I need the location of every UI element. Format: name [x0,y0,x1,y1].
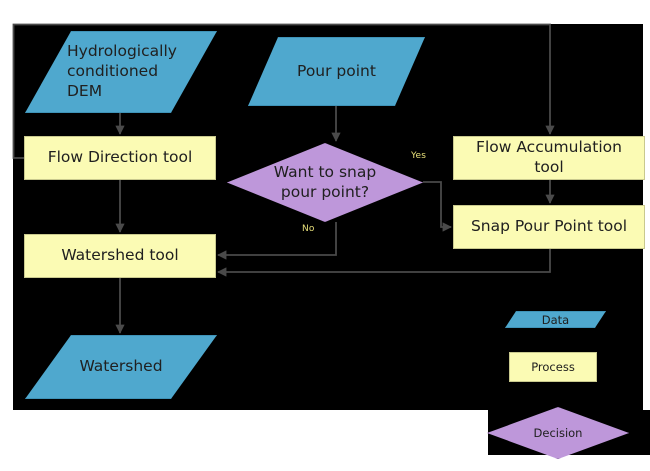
node-label: Flow Direction tool [47,148,193,167]
legend-label: Process [531,360,575,374]
node-label: Hydrologically conditioned DEM [67,42,177,100]
legend-item-data: Data [505,311,606,328]
edge-label-no: No [302,224,315,234]
node-label: Watershed [79,357,163,376]
node-label: Want to snap pour point? [273,162,377,201]
node-flow-direction-tool[interactable]: Flow Direction tool [24,136,216,180]
node-hydrologically-conditioned-dem[interactable]: Hydrologically conditioned DEM [25,31,217,113]
legend-label: Data [541,312,570,327]
legend-item-process: Process [509,352,597,382]
node-label: Flow Accumulation tool [476,138,622,176]
node-snap-pour-point-tool[interactable]: Snap Pour Point tool [453,205,645,249]
node-watershed-tool[interactable]: Watershed tool [24,234,216,278]
legend-label: Decision [533,426,583,440]
node-pour-point[interactable]: Pour point [248,37,425,106]
node-label: Pour point [297,61,376,80]
edge-label-yes: Yes [411,151,427,161]
node-label: Watershed tool [61,246,179,265]
node-flow-accumulation-tool[interactable]: Flow Accumulation tool [453,136,645,180]
node-label: Snap Pour Point tool [470,217,628,236]
